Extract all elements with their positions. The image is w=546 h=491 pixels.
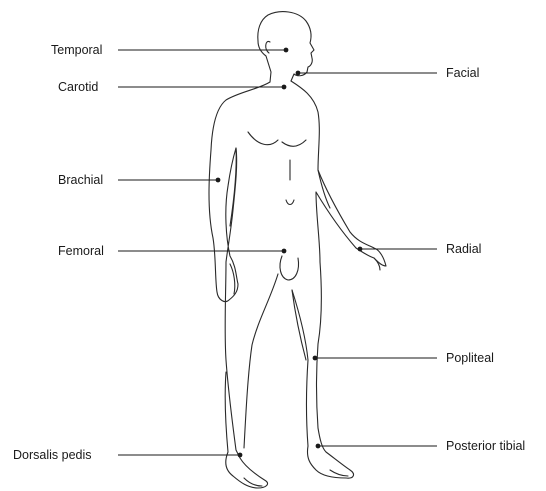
brachial-label: Brachial: [58, 173, 103, 187]
inner-leg-right: [292, 290, 306, 360]
carotid-dot: [282, 85, 287, 90]
pulse-point-facial: Facial: [296, 66, 480, 80]
dorsalis-pedis-label: Dorsalis pedis: [13, 448, 92, 462]
posterior-tibial-label: Posterior tibial: [446, 439, 525, 453]
popliteal-label: Popliteal: [446, 351, 494, 365]
pulse-point-brachial: Brachial: [58, 173, 220, 187]
inner-leg-left: [244, 274, 278, 448]
groin-outline: [280, 256, 299, 280]
pulse-point-dorsalis-pedis: Dorsalis pedis: [13, 448, 242, 462]
torso-center: [286, 160, 294, 205]
radial-label: Radial: [446, 242, 481, 256]
popliteal-dot: [313, 356, 318, 361]
pulse-point-carotid: Carotid: [58, 80, 286, 94]
temporal-dot: [284, 48, 289, 53]
radial-dot: [358, 247, 363, 252]
right-foot-toes: [330, 470, 348, 476]
pulse-point-radial: Radial: [358, 242, 482, 256]
posterior-tibial-dot: [316, 444, 321, 449]
facial-label: Facial: [446, 66, 479, 80]
carotid-label: Carotid: [58, 80, 98, 94]
left-hand: [230, 264, 235, 294]
temporal-label: Temporal: [51, 43, 102, 57]
facial-dot: [296, 71, 301, 76]
femoral-dot: [282, 249, 287, 254]
inner-arm-right: [318, 170, 330, 208]
brachial-dot: [216, 178, 221, 183]
right-hand: [374, 258, 380, 270]
ear-outline: [266, 41, 270, 53]
pulse-point-popliteal: Popliteal: [313, 351, 494, 365]
femoral-label: Femoral: [58, 244, 104, 258]
pulse-point-posterior-tibial: Posterior tibial: [316, 439, 526, 453]
dorsalis-pedis-dot: [238, 453, 243, 458]
pulse-point-femoral: Femoral: [58, 244, 286, 258]
pulse-point-temporal: Temporal: [51, 43, 288, 57]
chest-line: [248, 132, 306, 146]
